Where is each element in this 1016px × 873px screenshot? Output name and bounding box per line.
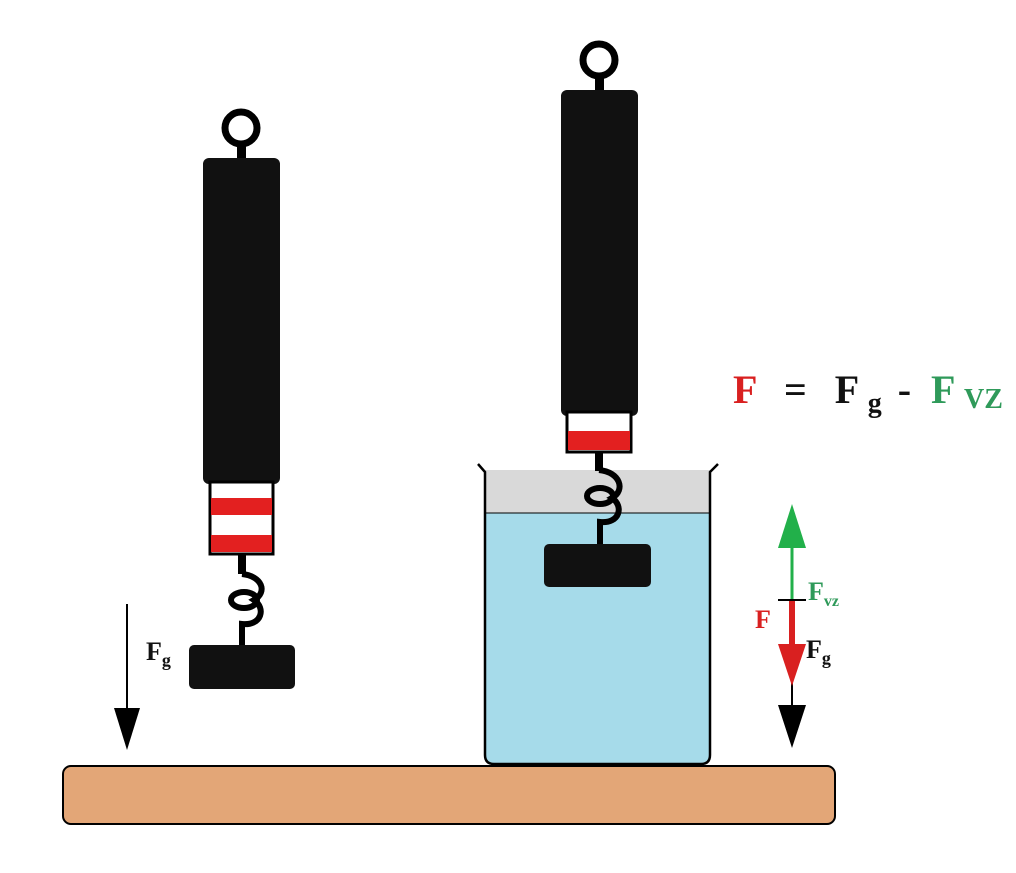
formula: F = F g - F VZ xyxy=(733,367,1003,421)
formula-term1: F xyxy=(835,367,858,412)
gravity-label-right: Fg xyxy=(806,635,831,668)
net-force-label: F xyxy=(755,605,771,634)
scale-neck-right xyxy=(595,75,604,92)
spring-scale-right xyxy=(544,40,651,587)
buoyancy-arrow xyxy=(778,504,806,600)
scale-body-left xyxy=(203,158,280,484)
force-label-left: Fg xyxy=(146,637,171,670)
formula-term2-sub: VZ xyxy=(964,384,1003,415)
net-force-arrow xyxy=(778,600,806,686)
scale-ring-left xyxy=(221,108,261,148)
spring-scale-left xyxy=(189,108,295,689)
table xyxy=(62,765,836,825)
hook-clasp-right xyxy=(584,485,616,507)
scale-stripe-left-1 xyxy=(211,498,272,515)
scale-stripe-right xyxy=(568,431,630,450)
weight-right xyxy=(544,544,651,587)
buoyancy-label: Fvz xyxy=(808,577,839,610)
scale-neck-left xyxy=(237,143,246,159)
formula-minus: - xyxy=(898,367,911,412)
formula-lhs: F xyxy=(733,367,756,412)
formula-equals: = xyxy=(784,367,807,412)
scale-rod-right xyxy=(595,451,603,471)
beaker xyxy=(477,463,719,766)
scale-rod-left xyxy=(238,554,246,574)
hook-clasp-left xyxy=(228,589,260,611)
scale-ring-right xyxy=(579,40,619,80)
weight-left xyxy=(189,645,295,689)
scale-body-right xyxy=(561,90,638,416)
formula-term2: F xyxy=(931,367,954,412)
scale-stripe-left-2 xyxy=(211,535,272,552)
beaker-glass xyxy=(477,463,719,766)
gravity-arrow-left xyxy=(114,604,140,750)
beaker-water xyxy=(485,513,710,764)
formula-term1-sub: g xyxy=(868,388,882,419)
